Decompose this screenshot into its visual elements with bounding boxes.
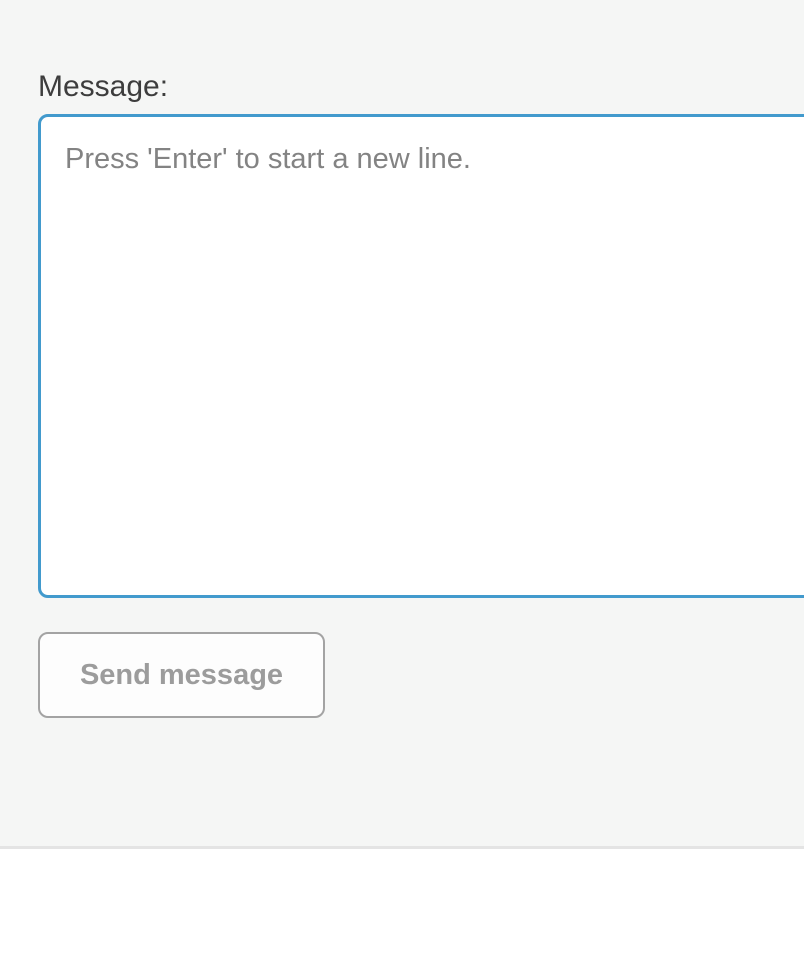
page-bottom-whitespace — [0, 849, 804, 977]
message-form-panel: Message: Send message — [0, 70, 804, 849]
message-label: Message: — [38, 70, 169, 103]
send-message-button[interactable]: Send message — [38, 632, 325, 718]
message-textarea[interactable] — [38, 114, 804, 598]
